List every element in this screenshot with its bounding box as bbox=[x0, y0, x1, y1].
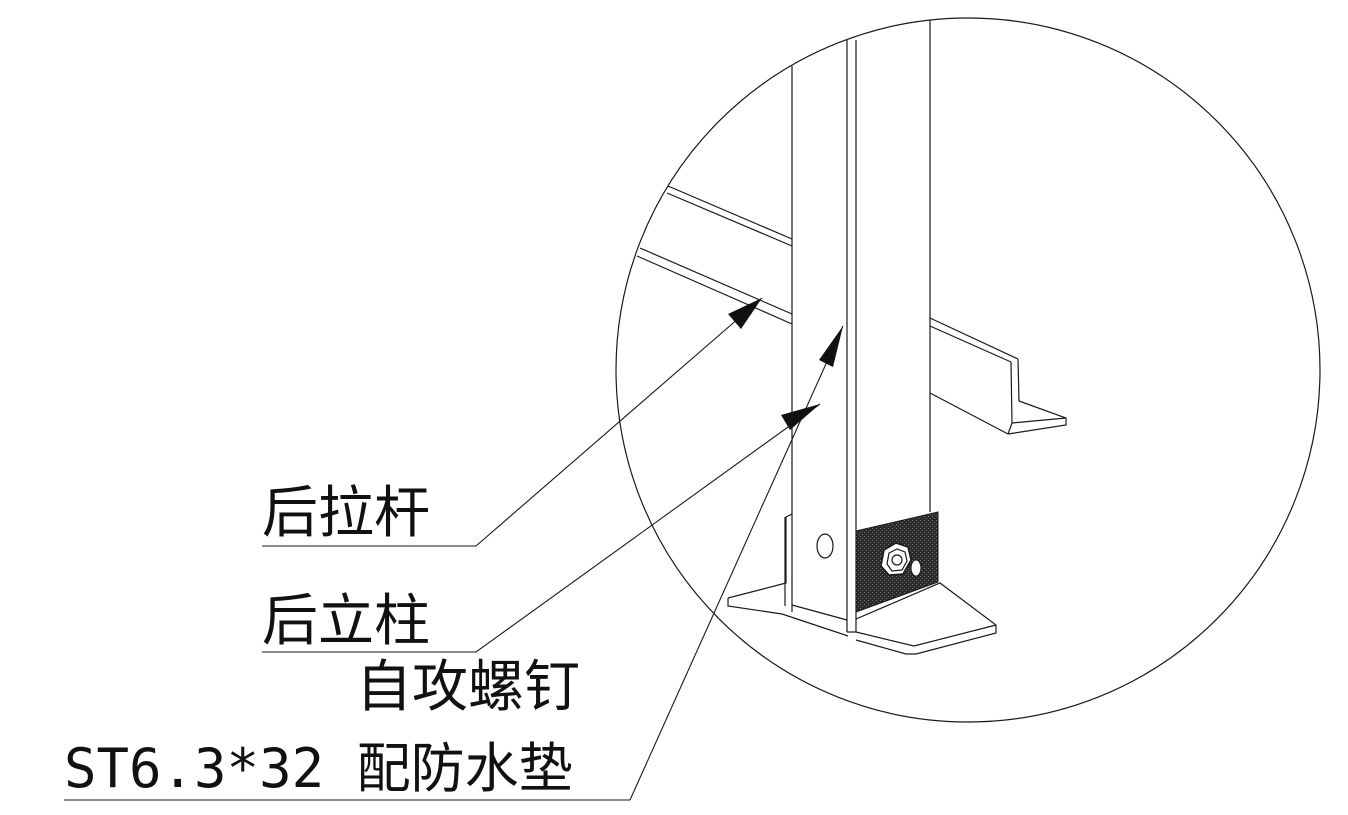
callout-rear-brace: 后拉杆 bbox=[262, 481, 430, 546]
callout-screw-spec: ST6.3*32 配防水垫 bbox=[64, 737, 573, 800]
arrowhead-rear-post bbox=[781, 404, 820, 430]
leader-rear-brace bbox=[262, 297, 763, 547]
rear-brace bbox=[636, 185, 1067, 435]
arrowhead-screw bbox=[819, 326, 843, 367]
rear-post bbox=[791, 20, 931, 632]
leader-rear-post bbox=[262, 403, 821, 653]
callout-screw-name: 自攻螺钉 bbox=[356, 655, 580, 720]
mounting-hole bbox=[816, 533, 834, 559]
leader-screw bbox=[64, 325, 844, 801]
self-tapping-screw bbox=[880, 542, 922, 577]
detail-circle bbox=[615, 17, 1321, 723]
arrowhead-rear-brace bbox=[728, 298, 762, 329]
callout-rear-post: 后立柱 bbox=[262, 589, 430, 654]
base-plate bbox=[727, 513, 997, 655]
